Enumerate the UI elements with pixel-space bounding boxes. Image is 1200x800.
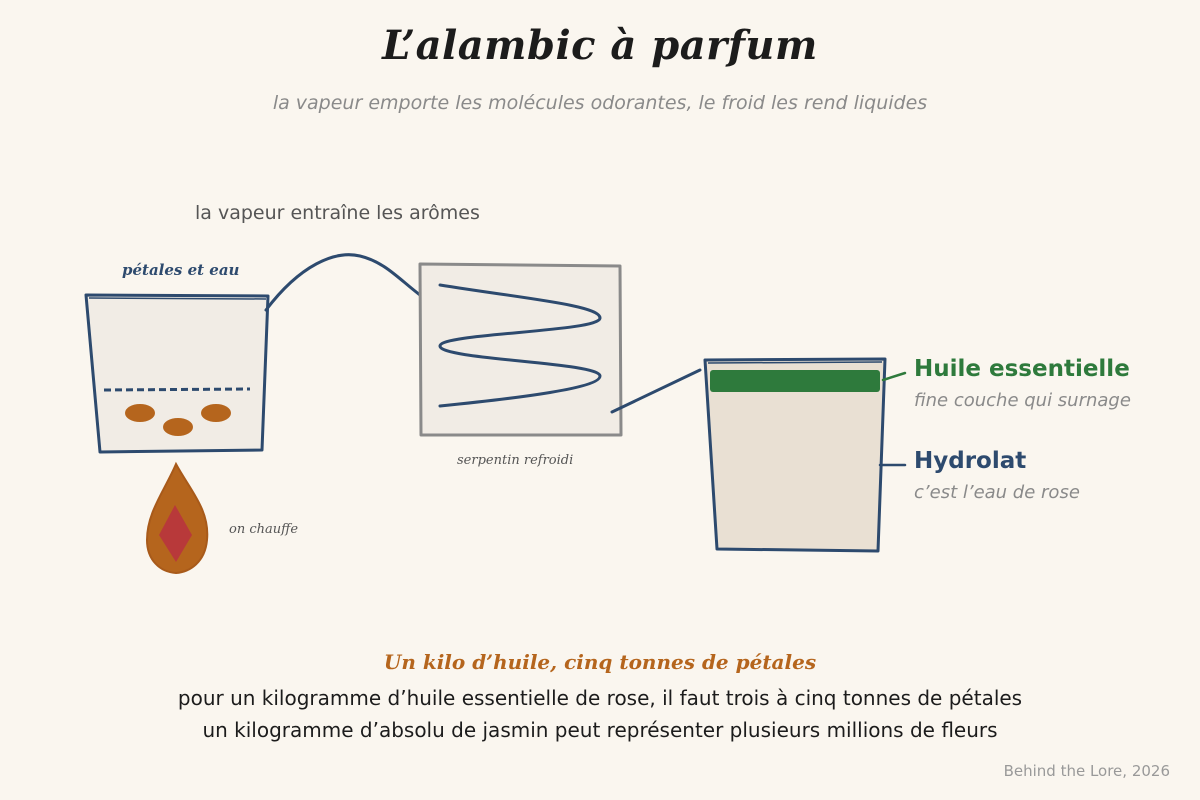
oil-note: fine couche qui surnage	[914, 390, 1131, 411]
still-label: pétales et eau	[122, 261, 240, 279]
petal-shape	[201, 404, 231, 422]
condenser-coil	[438, 283, 602, 408]
hydrosol-label: Hydrolat	[914, 448, 1027, 474]
heat-label: on chauffe	[229, 522, 299, 537]
outlet-pipe	[610, 368, 702, 414]
fact-heading: Un kilo d’huile, cinq tonnes de pétales	[383, 650, 817, 674]
fact-line-1: pour un kilogramme d’huile essentielle d…	[177, 686, 1023, 710]
page-title: L’alambic à parfum	[382, 22, 818, 69]
oil-leader-line	[881, 371, 907, 382]
hydrosol-note: c’est l’eau de rose	[914, 482, 1080, 503]
flame-icon	[145, 461, 209, 575]
petal-shape	[163, 418, 193, 436]
petal-shape	[125, 404, 155, 422]
vapor-label: la vapeur entraîne les arômes	[195, 202, 480, 224]
credit: Behind the Lore, 2026	[1003, 762, 1170, 780]
condenser-label: serpentin refroidi	[457, 453, 574, 468]
fact-line-2: un kilogramme d’absolu de jasmin peut re…	[202, 718, 998, 742]
still-vessel	[84, 293, 270, 454]
oil-label: Huile essentielle	[914, 356, 1130, 382]
vapor-pipe	[264, 253, 422, 312]
water-line	[103, 387, 251, 392]
condenser	[418, 262, 623, 437]
collecting-vessel	[703, 357, 887, 553]
oil-layer	[710, 370, 880, 392]
page-subtitle: la vapeur emporte les molécules odorante…	[272, 92, 928, 114]
